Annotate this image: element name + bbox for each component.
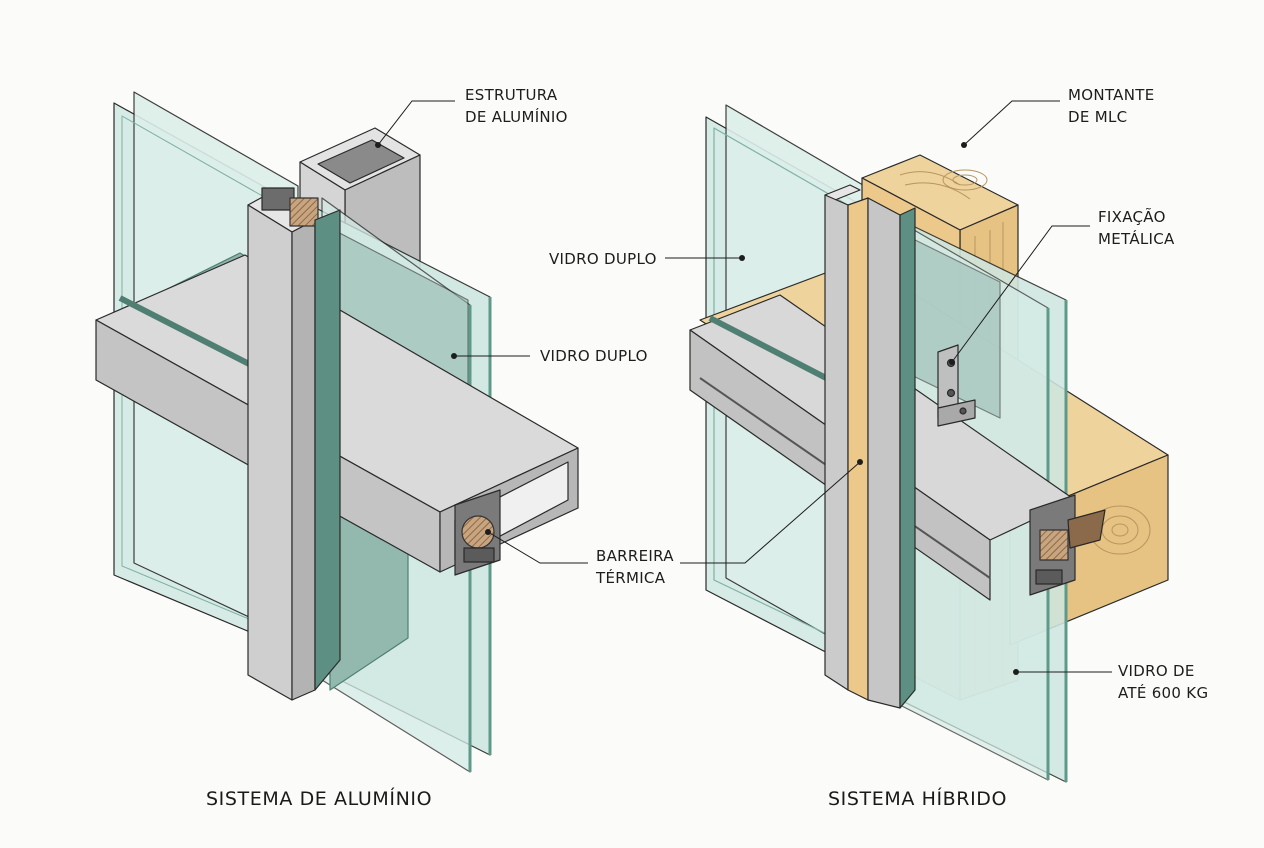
thermal-break-node-right — [1029, 494, 1106, 596]
leader-dots — [375, 142, 1019, 675]
label-barreira-termica: BARREIRA TÉRMICA — [596, 545, 674, 589]
title-sistema-aluminio: SISTEMA DE ALUMÍNIO — [206, 788, 433, 810]
leader-estrutura — [377, 100, 455, 146]
label-vidro-peso-line2: ATÉ 600 KG — [1118, 684, 1209, 702]
leader-fixacao — [951, 225, 1090, 363]
label-montante-line1: MONTANTE — [1068, 86, 1155, 104]
label-vidro-ate-600kg: VIDRO DE ATÉ 600 KG — [1118, 660, 1208, 704]
leader-lines — [377, 100, 1112, 673]
label-fixacao-line2: METÁLICA — [1098, 230, 1175, 248]
aluminum-system-drawing — [95, 91, 579, 773]
hybrid-mullion-cover — [824, 184, 916, 709]
label-vidro-duplo-left: VIDRO DUPLO — [540, 347, 648, 365]
label-vidro-duplo-right: VIDRO DUPLO — [549, 250, 657, 268]
label-barreira-line2: TÉRMICA — [596, 569, 666, 587]
label-fixacao-line1: FIXAÇÃO — [1098, 208, 1166, 226]
aluminum-mullion-front — [247, 187, 341, 701]
label-montante-line2: DE MLC — [1068, 108, 1128, 126]
label-barreira-line1: BARREIRA — [596, 547, 674, 565]
leader-barreira-left — [487, 531, 588, 564]
label-estrutura-line2: DE ALUMÍNIO — [465, 108, 568, 126]
label-estrutura-de-aluminio: ESTRUTURA DE ALUMÍNIO — [465, 84, 568, 128]
leader-montante — [963, 100, 1060, 146]
label-fixacao-metalica: FIXAÇÃO METÁLICA — [1098, 206, 1175, 250]
label-montante-mlc: MONTANTE DE MLC — [1068, 84, 1155, 128]
thermal-break-node-left — [454, 489, 501, 576]
hybrid-system-drawing — [689, 104, 1169, 783]
title-sistema-hibrido: SISTEMA HÍBRIDO — [828, 788, 1008, 810]
leader-barreira-right — [680, 461, 861, 564]
label-vidro-peso-line1: VIDRO DE — [1118, 662, 1195, 680]
label-estrutura-line1: ESTRUTURA — [465, 86, 558, 104]
